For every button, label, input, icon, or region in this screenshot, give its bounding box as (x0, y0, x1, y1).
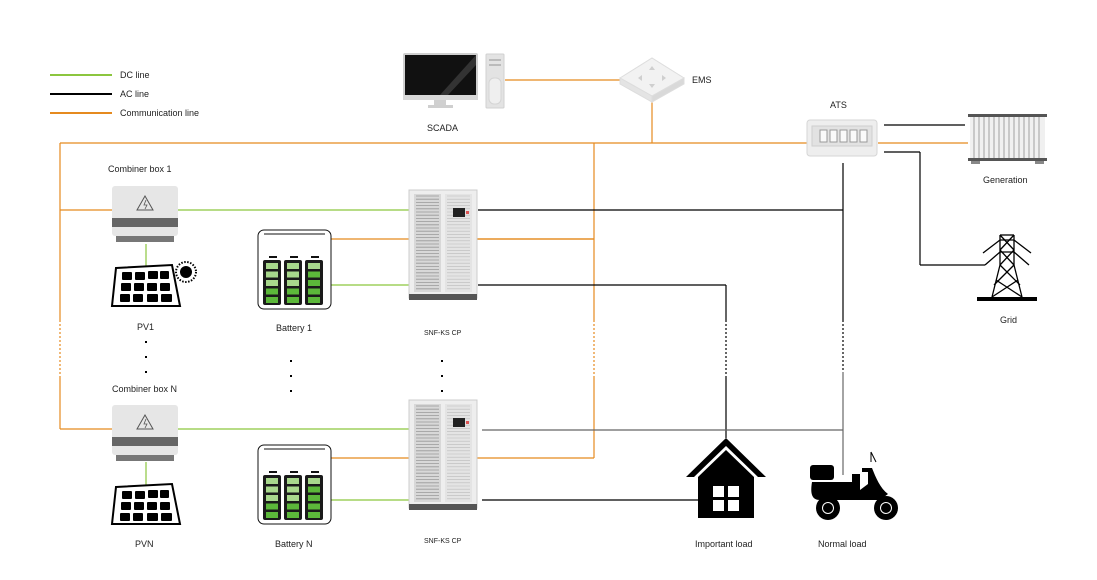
inverter-cabinet-icon (408, 189, 478, 300)
computer-tower-icon (485, 53, 505, 109)
pcs-n-label: SNF-KS CP (424, 538, 462, 545)
ats-switch[interactable]: ATS (806, 100, 878, 157)
battery-n-label: Battery N (275, 539, 313, 549)
sun-icon (175, 261, 197, 283)
legend-comm-label: Communication line (120, 108, 199, 118)
combiner-box-n[interactable]: Combiner box N (112, 384, 178, 461)
network-switch-icon (619, 57, 685, 103)
solar-panel-icon (110, 482, 182, 525)
scada-label: SCADA (427, 123, 458, 133)
pcs-1-label: SNF-KS CP (424, 330, 462, 337)
combiner-box-1-label: Combiner box 1 (108, 164, 172, 174)
generation-label: Generation (983, 175, 1028, 185)
important-load-label: Important load (695, 539, 753, 549)
grid-connection[interactable]: Grid (977, 234, 1037, 325)
house-icon (686, 438, 766, 518)
pv-n-label: PVN (135, 539, 154, 549)
battery-1[interactable]: Battery 1 (257, 229, 332, 333)
battery-1-label: Battery 1 (276, 323, 312, 333)
battery-rack-icon (257, 444, 332, 525)
normal-load[interactable]: Normal load (810, 451, 898, 549)
scada-workstation[interactable]: SCADA (403, 53, 505, 133)
inverter-cabinet-icon (408, 399, 478, 510)
dc-lines (145, 209, 410, 501)
pv-1[interactable]: PV1 (110, 261, 197, 332)
combiner-box-icon (112, 186, 178, 242)
pcs-cabinet-1[interactable]: SNF-KS CP (408, 189, 478, 337)
generation-unit[interactable]: Generation (968, 114, 1047, 185)
legend-dc-label: DC line (120, 70, 150, 80)
grid-label: Grid (1000, 315, 1017, 325)
solar-panel-icon (110, 263, 182, 307)
pv-1-label: PV1 (137, 322, 154, 332)
transmission-tower-icon (977, 234, 1037, 301)
normal-load-label: Normal load (818, 539, 867, 549)
ac-lines (478, 124, 985, 501)
combiner-box-n-label: Combiner box N (112, 384, 177, 394)
combiner-box-1[interactable]: Combiner box 1 (108, 164, 178, 242)
ems-switch[interactable]: EMS (619, 57, 712, 103)
pcs-cabinet-n[interactable]: SNF-KS CP (408, 399, 478, 545)
ems-label: EMS (692, 75, 712, 85)
monitor-icon (403, 53, 478, 108)
legend: DC line AC line Communication line (50, 70, 199, 118)
ats-label: ATS (830, 100, 847, 110)
ellipsis-dots (145, 341, 443, 392)
battery-n[interactable]: Battery N (257, 444, 332, 549)
legend-ac-label: AC line (120, 89, 149, 99)
generator-icon (968, 114, 1047, 164)
important-load[interactable]: Important load (686, 438, 766, 549)
pv-n[interactable]: PVN (110, 482, 182, 549)
battery-rack-icon (257, 229, 332, 310)
scooter-icon (810, 451, 898, 520)
ats-icon (806, 119, 878, 157)
combiner-box-icon (112, 405, 178, 461)
